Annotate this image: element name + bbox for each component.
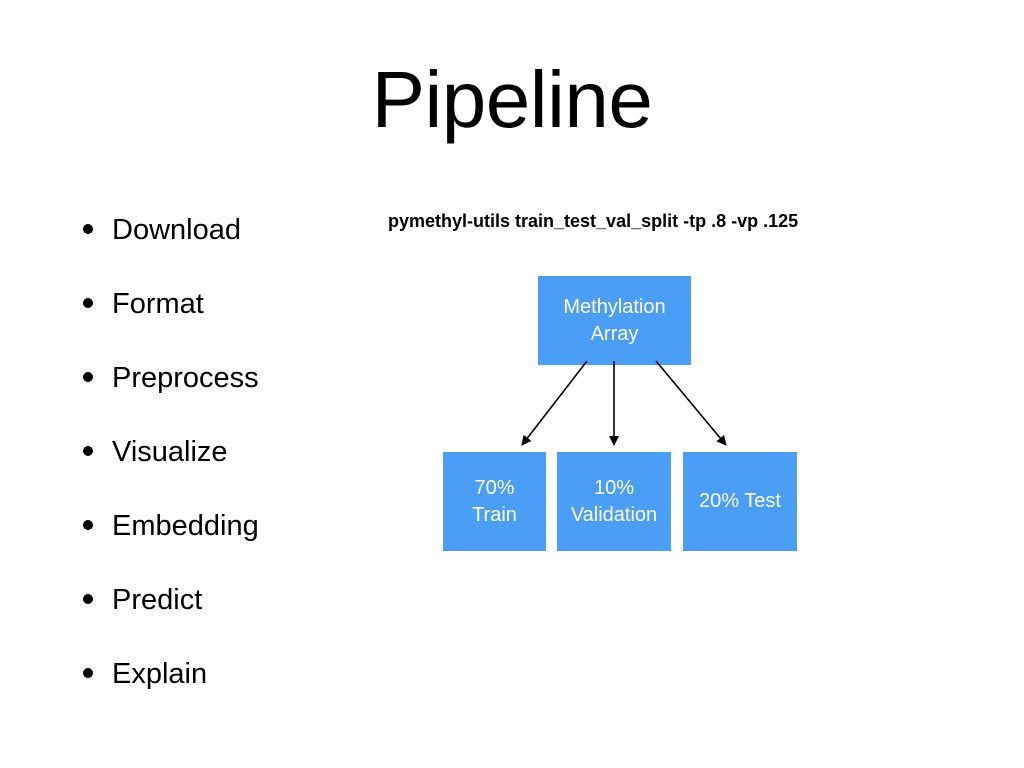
bullet-text: Explain (112, 658, 208, 690)
methylation-array-node: Methylation Array (538, 276, 691, 365)
bullet-dot-icon (83, 594, 93, 604)
bullet-dot-icon (83, 298, 93, 308)
node-label: 20% Test (699, 490, 781, 512)
arrow-to-train (521, 360, 588, 446)
node-label: 70% Train (472, 476, 517, 526)
bullet-item: Format (80, 282, 259, 356)
bullet-text: Visualize (112, 436, 228, 468)
bullet-item: Download (80, 208, 259, 282)
node-label: 10% Validation (570, 476, 658, 526)
node-label: Methylation Array (563, 295, 666, 345)
bullet-item: Explain (80, 652, 259, 726)
bullet-dot-icon (83, 372, 93, 382)
train-node: 70% Train (443, 452, 546, 551)
bullet-text: Download (112, 214, 241, 246)
bullet-dot-icon (83, 446, 93, 456)
bullet-dot-icon (83, 520, 93, 530)
bullet-item: Preprocess (80, 356, 259, 430)
bullet-text: Format (112, 288, 204, 320)
bullet-item: Predict (80, 578, 259, 652)
bullet-dot-icon (83, 668, 93, 678)
bullet-text: Preprocess (112, 362, 259, 394)
slide-title: Pipeline (371, 55, 653, 144)
command-text: pymethyl-utils train_test_val_split -tp … (388, 211, 799, 231)
bullet-dot-icon (83, 224, 93, 234)
bullet-text: Embedding (112, 510, 259, 542)
bullet-list: Download Format Preprocess Visualize Emb… (80, 208, 259, 726)
validation-node: 10% Validation (557, 452, 671, 551)
test-node: 20% Test (683, 452, 797, 551)
bullet-item: Embedding (80, 504, 259, 578)
arrow-to-test (655, 360, 727, 446)
bullet-item: Visualize (80, 430, 259, 504)
bullet-text: Predict (112, 584, 203, 616)
